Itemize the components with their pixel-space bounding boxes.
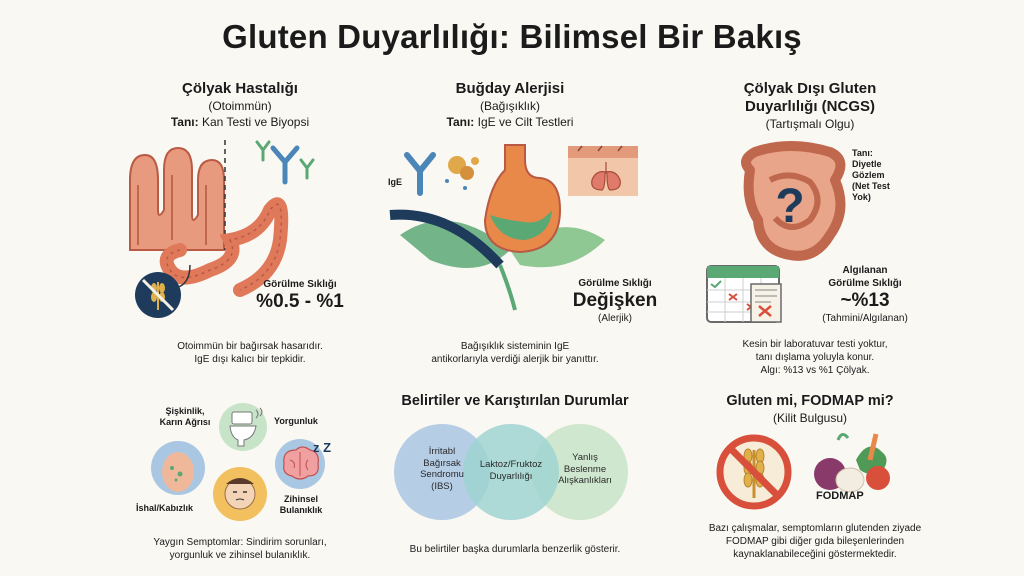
fodmap-sub: (Kilit Bulgusu)	[772, 411, 848, 425]
venn-diet: Yanlış Beslenme Alışkanlıkları	[545, 452, 625, 487]
symptom-bloating-line1: Şişkinlik,	[165, 406, 205, 416]
celiac-prevalence-value: %0.5 - %1	[256, 291, 344, 312]
celiac-desc-line2: IgE dışı kalıcı bir tepkidir.	[194, 354, 306, 365]
celiac-description: Otoimmün bir bağırsak hasarıdır. IgE dış…	[110, 340, 390, 366]
svg-text:?: ?	[775, 180, 804, 233]
fodmap-header: Gluten mi, FODMAP mi? (Kilit Bulgusu)	[700, 392, 920, 426]
intestine-villi-icon	[129, 140, 289, 297]
symptom-diarrhea: İshal/Kabızlık	[136, 503, 194, 513]
question-intestine-icon: ?	[741, 141, 846, 261]
wheat-banned-icon	[716, 434, 792, 510]
sleep-z-icon: z Z	[313, 440, 332, 455]
celiac-type: (Otoimmün)	[208, 99, 272, 113]
symptom-brainfog-line2: Bulanıklık	[279, 505, 323, 515]
wheat-diagnosis-text: IgE ve Cilt Testleri	[477, 115, 574, 129]
bloating-icon	[151, 441, 205, 495]
wheat-heading: Buğday Alerjisi	[455, 80, 565, 97]
venn-ibs: İrritabl Bağırsak Sendromu (IBS)	[402, 446, 482, 492]
symptoms-caption: Yaygın Semptomlar: Sindirim sorunları, y…	[100, 536, 380, 562]
tired-face-icon	[213, 467, 267, 521]
ncgs-prevalence-label1: Algılanan	[842, 265, 888, 276]
wheat-ban-icon	[135, 272, 181, 318]
wheat-prevalence-value: Değişken	[572, 290, 658, 311]
ncgs-description: Kesin bir laboratuvar testi yoktur, tanı…	[690, 338, 940, 377]
ncgs-desc-line2: tanı dışlama yoluyla konur.	[755, 352, 875, 363]
wheat-prevalence: Görülme Sıklığı Değişken (Alerjik)	[555, 277, 675, 325]
conditions-heading: Belirtiler ve Karıştırılan Durumlar	[401, 393, 629, 409]
ncgs-prevalence-value: ~%13	[840, 290, 890, 311]
venn-ibs-line1: İrritabl	[428, 446, 456, 457]
ncgs-diag-line4: (Net Test	[852, 181, 890, 191]
venn-lactose-line2: Duyarlılığı	[489, 470, 533, 482]
fodmap-description: Bazı çalışmalar, semptomların glutenden …	[680, 522, 950, 561]
ige-antibody-icon	[404, 152, 479, 196]
venn-lactose-line1: Laktoz/Fruktoz	[479, 459, 543, 470]
ncgs-heading-line1: Çölyak Dışı Gluten	[743, 80, 877, 97]
ncgs-desc-line1: Kesin bir laboratuvar testi yoktur,	[742, 339, 888, 350]
ncgs-diag-line5: Yok)	[852, 192, 871, 202]
ncgs-diag-line2: Diyetle	[852, 159, 882, 169]
celiac-diagnosis-text: Kan Testi ve Biyopsi	[201, 115, 310, 129]
celiac-desc-line1: Otoimmün bir bağırsak hasarıdır.	[177, 341, 323, 352]
vegetables-icon	[814, 433, 890, 493]
celiac-heading: Çölyak Hastalığı	[182, 80, 298, 97]
ncgs-diagnosis: Tanı: Diyetle Gözlem (Net Test Yok)	[852, 148, 932, 203]
ncgs-type: (Tartışmalı Olgu)	[765, 117, 855, 131]
ncgs-prevalence: Algılanan Görülme Sıklığı ~%13 (Tahmini/…	[800, 264, 930, 325]
celiac-prevalence: Görülme Sıklığı %0.5 - %1	[240, 278, 360, 313]
symptom-bloating-line2: Karın Ağrısı	[159, 417, 211, 427]
celiac-prevalence-label: Görülme Sıklığı	[263, 279, 337, 290]
ncgs-diag-line3: Gözlem	[852, 170, 885, 180]
celiac-diagnosis-prefix: Tanı:	[170, 115, 199, 129]
calendar-icon	[706, 265, 782, 323]
venn-diagram	[394, 424, 628, 520]
page-title: Gluten Duyarlılığı: Bilimsel Bir Bakış	[222, 18, 802, 55]
brain-icon	[275, 439, 325, 489]
ige-label: IgE	[388, 177, 403, 187]
wheat-prevalence-label: Görülme Sıklığı	[578, 278, 652, 289]
wheat-desc-line1: Bağışıklık sisteminin IgE	[460, 341, 570, 352]
fodmap-desc-line1: Bazı çalışmalar, semptomların glutenden …	[708, 523, 922, 534]
celiac-diagnosis: Tanı: Kan Testi ve Biyopsi	[130, 114, 350, 130]
wheat-type: (Bağışıklık)	[479, 99, 540, 113]
venn-diet-line1: Yanlış	[572, 452, 598, 463]
ncgs-prevalence-note: (Tahmini/Algılanan)	[822, 313, 908, 324]
ncgs-desc-line3: Algı: %13 vs %1 Çölyak.	[760, 365, 870, 376]
wheat-description: Bağışıklık sisteminin IgE antikorlarıyla…	[370, 340, 660, 366]
fodmap-heading: Gluten mi, FODMAP mi?	[726, 393, 894, 409]
symptom-bloating: Şişkinlik, Karın Ağrısı	[145, 406, 225, 428]
symptoms-caption-line2: yorgunluk ve zihinsel bulanıklık.	[169, 550, 311, 561]
fodmap-label: FODMAP	[816, 490, 864, 502]
lungs-icon	[591, 162, 621, 191]
venn-diet-line3: Alışkanlıkları	[558, 475, 612, 486]
symptom-brainfog-line1: Zihinsel	[283, 494, 318, 504]
fodmap-desc-line2: FODMAP gibi diğer gıda bileşenlerinden	[725, 536, 905, 547]
celiac-header: Çölyak Hastalığı (Otoimmün) Tanı: Kan Te…	[130, 80, 350, 130]
wheat-diagnosis: Tanı: IgE ve Cilt Testleri	[400, 114, 620, 130]
wheat-header: Buğday Alerjisi (Bağışıklık) Tanı: IgE v…	[400, 80, 620, 130]
ncgs-header: Çölyak Dışı Gluten Duyarlılığı (NCGS) (T…	[700, 80, 920, 132]
wheat-desc-line2: antikorlarıyla verdiği alerjik bir yanıt…	[431, 354, 599, 365]
ncgs-diag-line1: Tanı:	[852, 148, 873, 158]
ncgs-heading-line2: Duyarlılığı (NCGS)	[744, 98, 875, 115]
venn-ibs-line3: Sendromu	[420, 469, 464, 480]
ncgs-prevalence-label2: Görülme Sıklığı	[828, 278, 902, 289]
wheat-diagnosis-prefix: Tanı:	[446, 115, 475, 129]
conditions-caption: Bu belirtiler başka durumlarla benzerlik…	[409, 544, 621, 555]
symptoms-caption-line1: Yaygın Semptomlar: Sindirim sorunları,	[153, 537, 327, 548]
venn-diet-line2: Beslenme	[563, 463, 607, 475]
venn-ibs-line4: (IBS)	[431, 480, 453, 492]
symptom-brainfog: Zihinsel Bulanıklık	[266, 494, 336, 516]
stomach-icon	[389, 144, 605, 311]
venn-ibs-line2: Bağırsak	[423, 457, 461, 469]
wheat-prevalence-note: (Alerjik)	[598, 313, 632, 324]
antibody-icon	[255, 140, 315, 185]
toilet-icon	[219, 403, 267, 451]
venn-lactose: Laktoz/Fruktoz Duyarlılığı	[470, 459, 552, 482]
symptom-fatigue: Yorgunluk	[274, 416, 318, 426]
fodmap-desc-line3: kaynaklanabileceğini göstermektedir.	[733, 549, 897, 560]
